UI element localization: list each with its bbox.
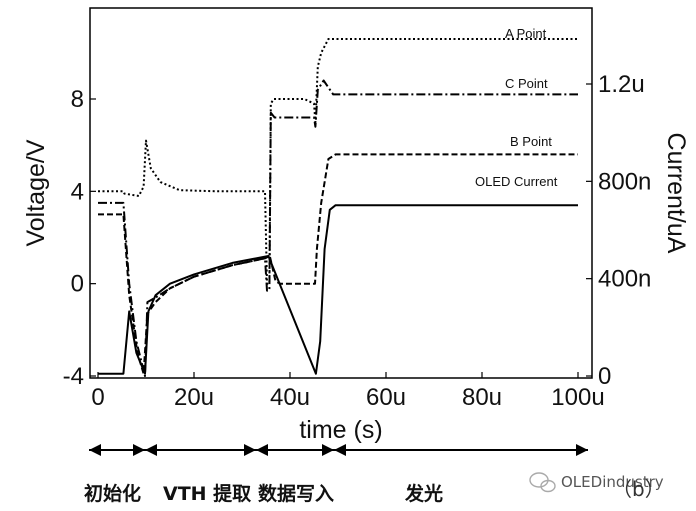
timeline-arrowhead (89, 444, 101, 456)
series-b-point (98, 153, 578, 375)
x-tick-label: 0 (91, 384, 104, 411)
y-left-tick-label: 8 (71, 86, 84, 113)
timeline-arrowhead (334, 444, 346, 456)
timeline-arrowhead (576, 444, 588, 456)
phase-timeline: 初始化 VTH 提取数据写入 发光 (84, 444, 588, 505)
y-left-tick-label: 4 (71, 178, 84, 205)
y-axis-right: 0 400n 800n 1.2u (586, 71, 651, 390)
x-tick-label: 100u (551, 384, 604, 411)
phase-label: 发光 (404, 482, 443, 505)
y-axis-left: -4 0 4 8 (63, 86, 96, 390)
y-right-tick-label: 400n (598, 266, 651, 293)
annotation-label: OLED Current (475, 174, 558, 189)
timeline-arrowhead (244, 444, 256, 456)
y-right-tick-label: 800n (598, 168, 651, 195)
x-tick-label: 20u (174, 384, 214, 411)
x-axis-label: time (s) (299, 416, 382, 444)
timeline-arrowhead (145, 444, 157, 456)
watermark: OLEDindustry (529, 472, 664, 493)
wechat-icon (529, 472, 556, 493)
series-group (98, 38, 578, 377)
watermark-text: OLEDindustry (561, 473, 664, 491)
x-tick-label: 60u (366, 384, 406, 411)
series-c-point (98, 79, 578, 377)
y-axis-right-label: Current/uA (662, 133, 690, 254)
annotation-label: B Point (510, 134, 552, 149)
phase-label: 数据写入 (258, 482, 334, 505)
panel-label: （b） (612, 477, 665, 501)
x-tick-label: 40u (270, 384, 310, 411)
annotation-label: A Point (505, 26, 547, 41)
timeline-arrowhead (256, 444, 268, 456)
series-oled-current (98, 204, 578, 375)
y-right-tick-label: 0 (598, 363, 611, 390)
y-axis-left-label: Voltage/V (22, 139, 50, 246)
annotation-label: C Point (505, 76, 548, 91)
phase-label: VTH 提取 (163, 482, 251, 505)
plot-frame (89, 7, 593, 379)
timeline-arrowhead (133, 444, 145, 456)
timeline-arrowhead (322, 444, 334, 456)
y-right-tick-label: 1.2u (598, 71, 645, 98)
x-tick-label: 80u (462, 384, 502, 411)
y-left-tick-label: -4 (63, 363, 84, 390)
x-axis: 0 20u 40u 60u 80u 100u (91, 372, 605, 411)
y-left-tick-label: 0 (71, 271, 84, 298)
phase-label: 初始化 (84, 482, 141, 505)
